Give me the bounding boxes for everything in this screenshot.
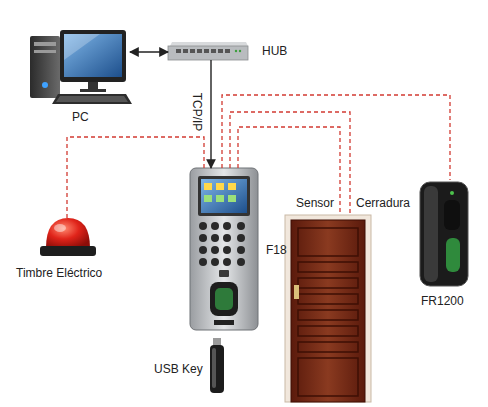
- hub-node: HUB: [168, 42, 248, 60]
- edge-label: TCP/IP: [190, 91, 204, 134]
- pc-node: PC: [30, 30, 130, 105]
- device-label: F18: [266, 243, 287, 257]
- device-label: Sensor: [296, 196, 334, 210]
- door-node: SensorCerradura: [285, 215, 371, 402]
- pc-illustration: [30, 30, 132, 104]
- dashed-wire: [222, 95, 450, 180]
- arrow-connector: [130, 51, 168, 52]
- f18-illustration: [190, 168, 258, 330]
- device-label: Cerradura: [356, 196, 410, 210]
- door-illustration: [285, 215, 371, 402]
- usb-key-node: USB Key: [209, 338, 225, 394]
- device-label: HUB: [262, 44, 287, 58]
- device-label: Timbre Eléctrico: [16, 266, 102, 280]
- f18-node: F18: [190, 168, 258, 330]
- arrow-connector: [210, 60, 211, 168]
- fr1200-node: FR1200: [418, 180, 470, 288]
- dashed-wire: [230, 112, 350, 215]
- bell-illustration: [40, 218, 96, 256]
- usb-key-illustration: [210, 338, 224, 393]
- hub-illustration: [168, 42, 248, 60]
- device-label: PC: [72, 110, 89, 124]
- dashed-wire: [238, 127, 340, 215]
- bell-node: Timbre Eléctrico: [40, 218, 96, 256]
- fr1200-illustration: [420, 182, 468, 286]
- dashed-wire: [67, 137, 204, 218]
- device-label: USB Key: [154, 362, 203, 376]
- device-label: FR1200: [421, 294, 464, 308]
